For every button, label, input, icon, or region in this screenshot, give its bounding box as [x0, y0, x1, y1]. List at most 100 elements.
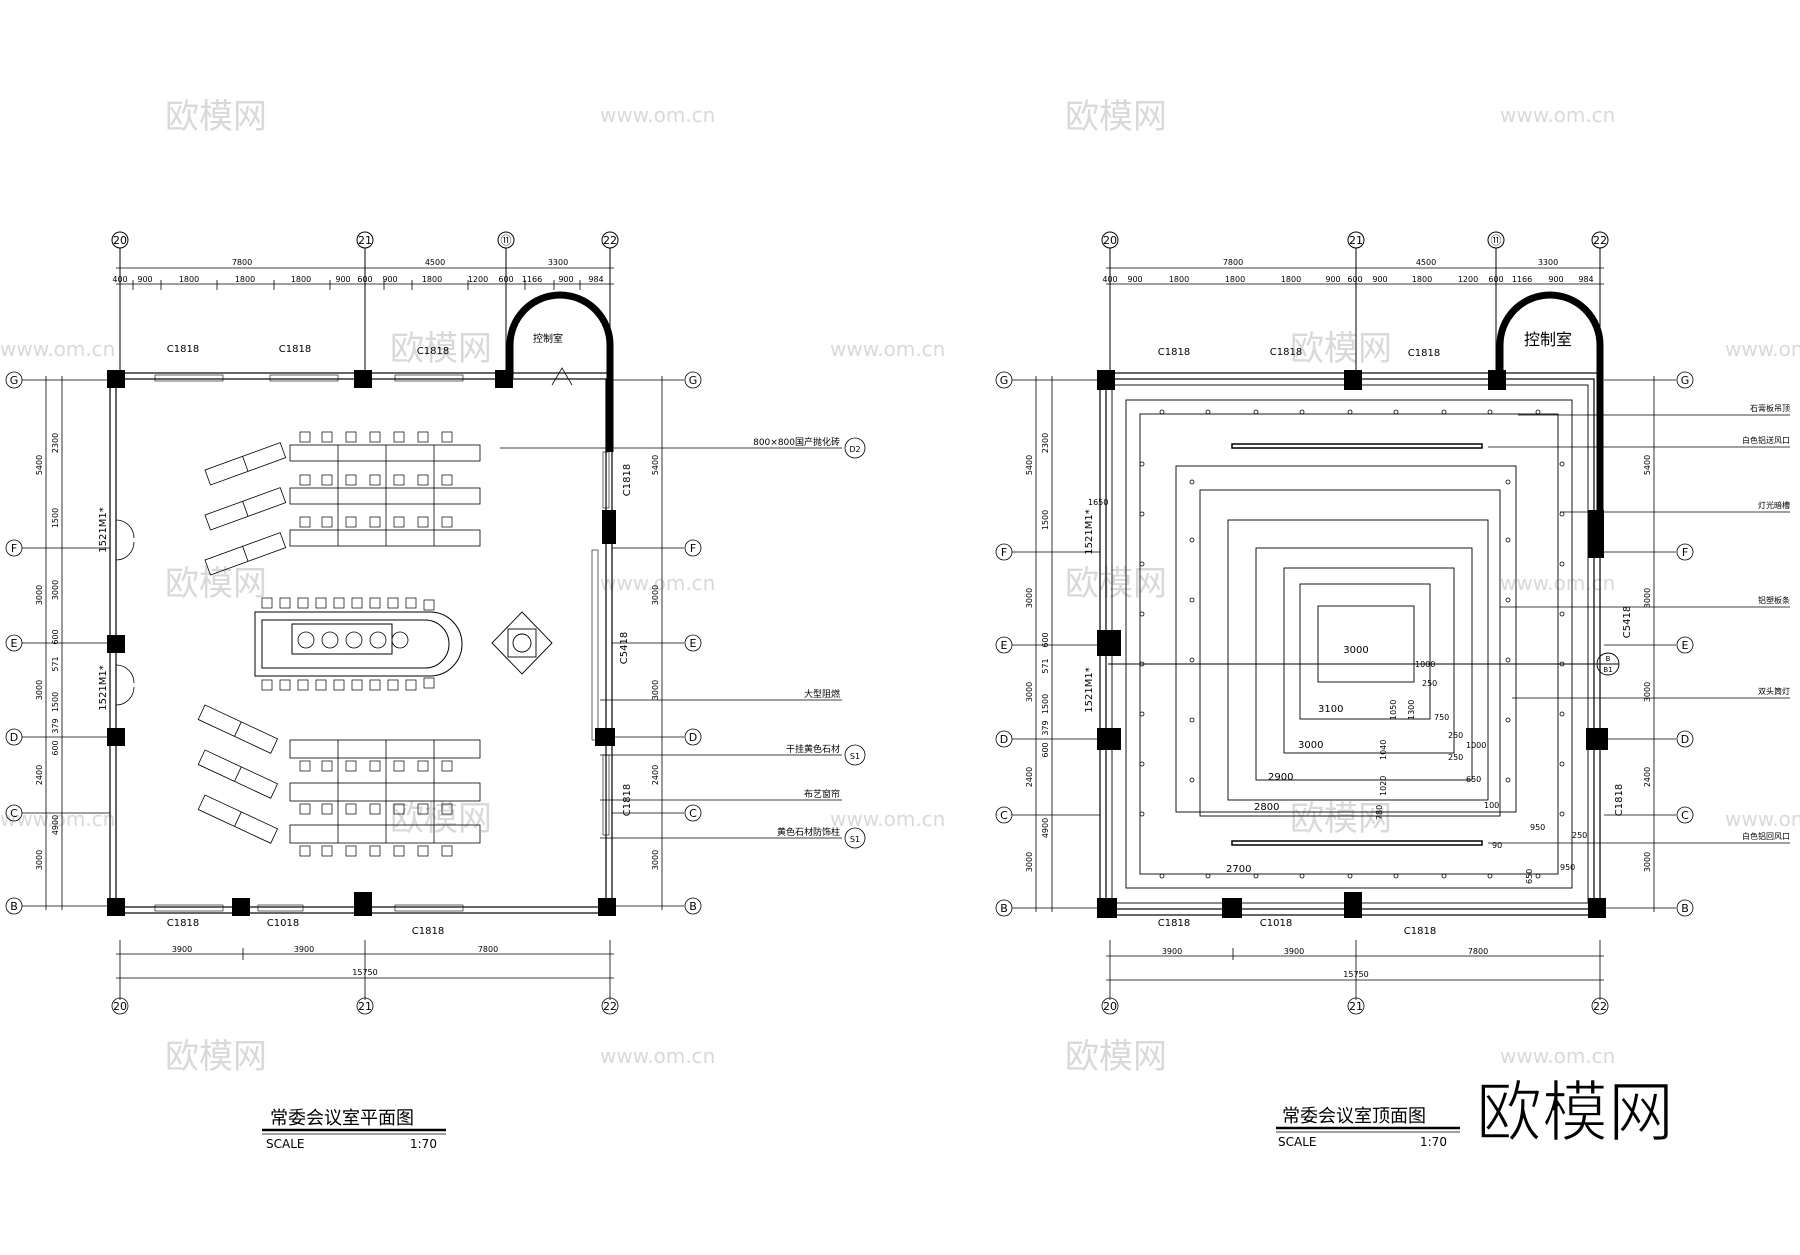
dim-text: 2400: [1643, 767, 1652, 787]
scale-label: SCALE: [1278, 1135, 1316, 1149]
room-label: 控制室: [533, 332, 563, 345]
grid-label: E: [11, 637, 18, 650]
dim-text: 1800: [1412, 275, 1432, 284]
dim-text: 250: [1448, 753, 1463, 762]
grid-label: 22: [603, 1000, 617, 1013]
note-text: 白色铝回风口: [1742, 831, 1790, 841]
grid-bubble: [995, 636, 1013, 654]
grid-label: 20: [113, 1000, 127, 1013]
dim-text: 900: [1325, 275, 1340, 284]
window-label: C1818: [1408, 348, 1440, 359]
watermark-cn: 欧模网: [1290, 329, 1392, 369]
dim-text: 1200: [1458, 275, 1478, 284]
title-block: [1276, 1126, 1460, 1133]
watermark-url: www.om.cn: [600, 1044, 715, 1068]
dim-text: 5400: [1025, 455, 1034, 475]
door-label: 1521M1*: [1084, 509, 1095, 554]
grid-label: 21: [358, 234, 372, 247]
grid-bubble: [5, 634, 23, 652]
dim-text: 3000: [651, 680, 660, 700]
grid-bubble: [1487, 231, 1505, 249]
scale-value: 1:70: [1420, 1135, 1447, 1149]
dim-text: 900: [1548, 275, 1563, 284]
grid-bubble: [684, 371, 702, 389]
conference-table: [254, 611, 463, 677]
window-label: C1818: [167, 344, 199, 355]
grid-label: F: [690, 542, 696, 555]
dim-text: 1020: [1379, 776, 1388, 796]
grid-bubble: [1347, 997, 1365, 1015]
dim-text: 900: [558, 275, 573, 284]
grid-label: 22: [1593, 1000, 1607, 1013]
angled-desks: [197, 442, 287, 844]
window-label: C1818: [167, 918, 199, 929]
grid-label: ⑪: [501, 234, 512, 247]
dim-text: 5400: [1643, 455, 1652, 475]
dim-text: 2400: [1025, 767, 1034, 787]
windows: [154, 374, 610, 912]
downlights: [1139, 409, 1565, 879]
doors: [115, 519, 135, 706]
window-label: C1818: [1270, 347, 1302, 358]
window-label: C1818: [1404, 926, 1436, 937]
dim-text: 2300: [51, 433, 60, 453]
dim-text: 3000: [1343, 645, 1368, 656]
watermark-url: www.om.cn: [830, 807, 945, 831]
watermark-cn: 欧模网: [1290, 799, 1392, 839]
bottom-dimensions: [1101, 940, 1609, 1015]
note-text: 双头筒灯: [1758, 686, 1790, 696]
dim-text: 3900: [1284, 947, 1304, 956]
grid-rows: [995, 371, 1694, 917]
scale-label: SCALE: [266, 1137, 304, 1151]
door-label: 1521M1*: [98, 507, 109, 552]
grid-label: G: [10, 374, 19, 387]
watermark-cn: 欧模网: [1065, 564, 1167, 604]
dim-text: 3000: [35, 585, 44, 605]
grid-bubble: [1101, 997, 1119, 1015]
watermark-url: www.om.cn: [830, 337, 945, 361]
grid-bubble: [601, 231, 619, 249]
grid-bubble: [1676, 806, 1694, 824]
watermark-cn: 欧模网: [165, 1037, 267, 1077]
dim-text: 1800: [235, 275, 255, 284]
scale-value: 1:70: [410, 1137, 437, 1151]
grid-label: E: [1001, 639, 1008, 652]
dim-text: 900: [1127, 275, 1142, 284]
window-label: C1818: [279, 344, 311, 355]
note-text: 800×800国产抛化砖: [753, 436, 840, 448]
watermark-url: www.om.cn: [600, 571, 715, 595]
dim-text: 984: [588, 275, 603, 284]
dim-text: 2400: [35, 765, 44, 785]
grid-bubble: [356, 231, 374, 249]
grid-bubble: [684, 897, 702, 915]
dim-text: 2700: [1226, 864, 1251, 875]
dim-text: 1500: [1041, 510, 1050, 530]
note-tag: D2: [849, 445, 860, 454]
dim-text: 4900: [51, 815, 60, 835]
grid-label: G: [689, 374, 698, 387]
window-label: C1818: [1614, 784, 1625, 816]
grid-label: E: [1682, 639, 1689, 652]
dim-text: 1650: [1088, 498, 1108, 507]
grid-bubble: [1676, 543, 1694, 561]
grid-label: C: [689, 807, 697, 820]
grid-label: G: [1681, 374, 1690, 387]
grid-bubble: [1591, 997, 1609, 1015]
dim-text: 250: [1572, 831, 1587, 840]
dim-text: 1500: [1041, 694, 1050, 714]
note-text: 石膏板吊顶: [1750, 403, 1790, 413]
floor-pattern-diamond: [491, 611, 553, 675]
grid-label: B: [1681, 902, 1689, 915]
dim-text: 3900: [172, 945, 192, 954]
dim-text: 3000: [35, 850, 44, 870]
grid-label: 21: [358, 1000, 372, 1013]
window-label: C1818: [1158, 918, 1190, 929]
dim-text: 250: [1448, 731, 1463, 740]
window-label: C1818: [622, 464, 633, 496]
grid-label: E: [690, 637, 697, 650]
chairs: [261, 431, 453, 857]
grid-bubble: [5, 371, 23, 389]
grid-label: F: [1001, 546, 1007, 559]
dim-text: 571: [1041, 658, 1050, 673]
